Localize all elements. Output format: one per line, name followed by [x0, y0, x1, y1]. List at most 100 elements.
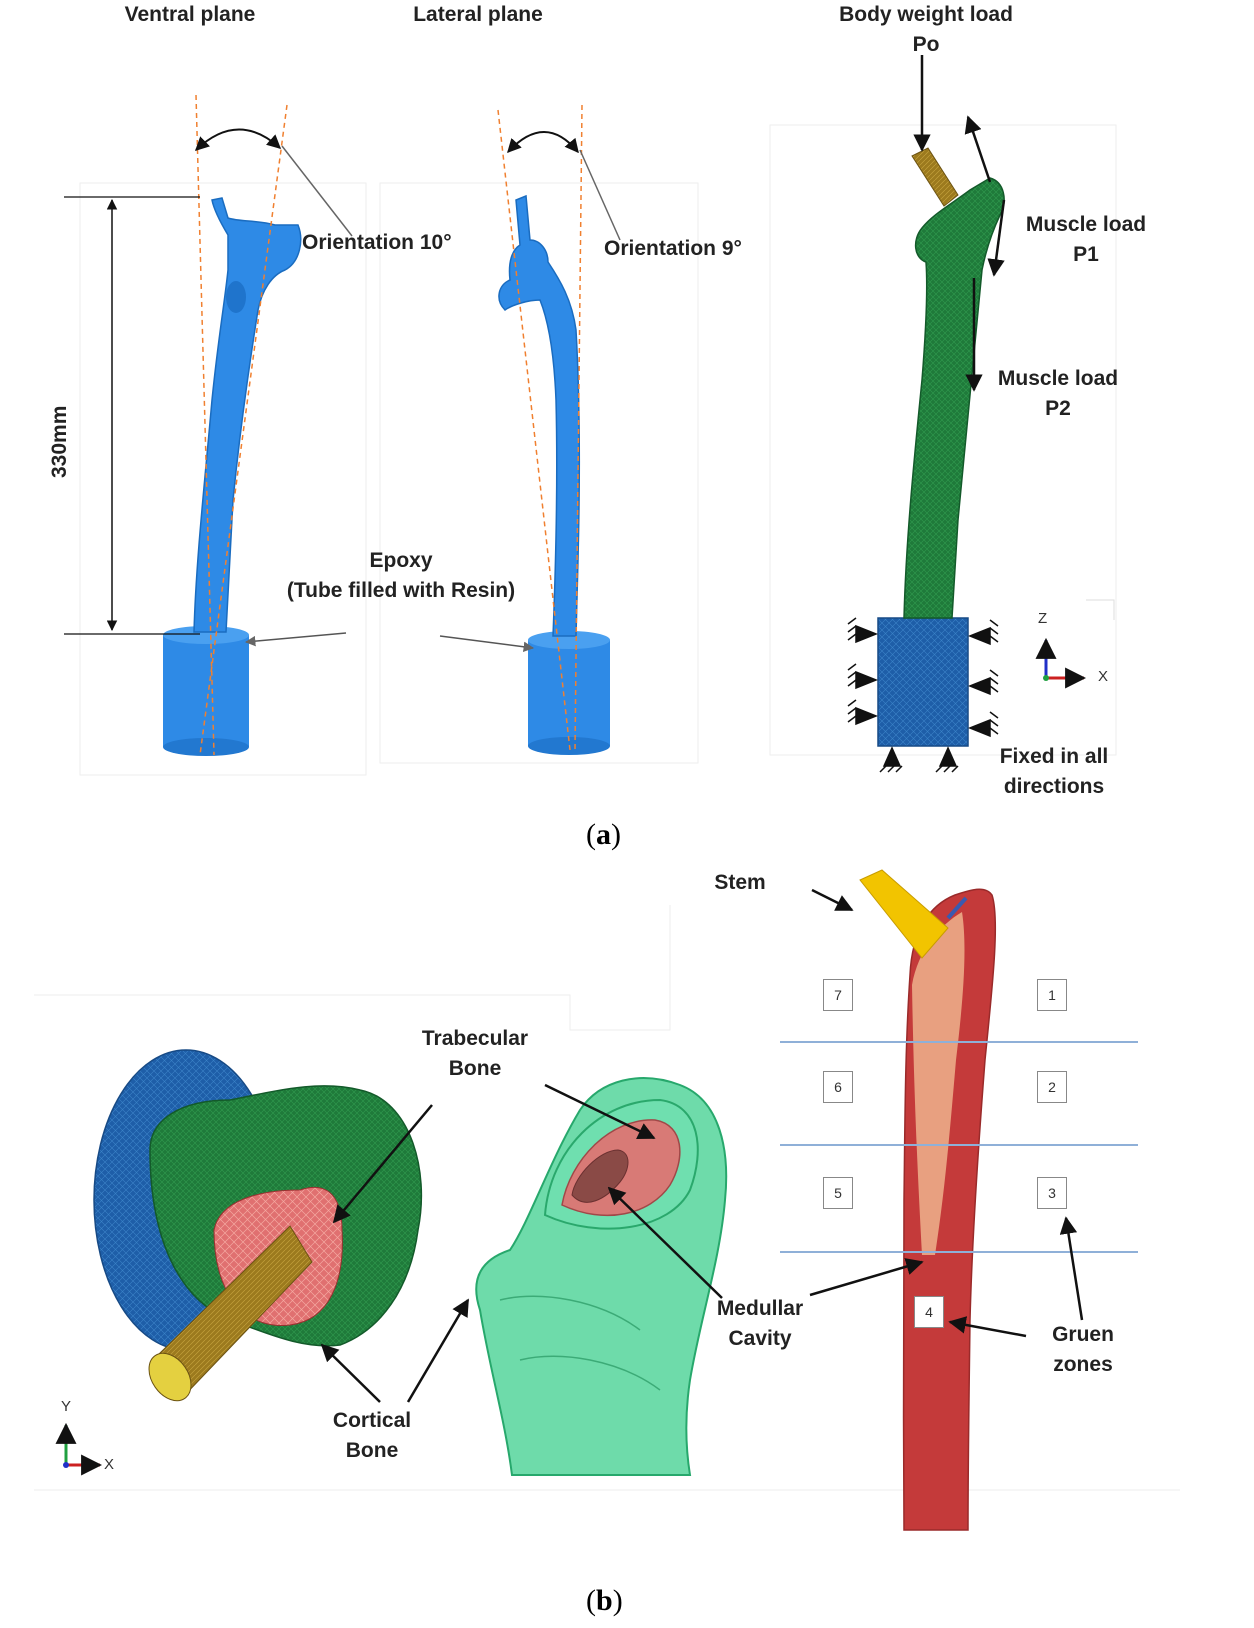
medullar-line1: Medullar — [716, 1297, 804, 1320]
epoxy-line1: Epoxy — [369, 549, 433, 572]
body-weight-line2: Po — [912, 33, 940, 56]
medullar-line2: Cavity — [728, 1327, 792, 1350]
gruen-line1: Gruen — [1052, 1323, 1114, 1346]
ventral-femur — [163, 94, 353, 756]
epoxy-pointer-lateral — [439, 635, 535, 652]
mesh-stem — [911, 147, 959, 207]
orientation-ventral-label: Orientation 10° — [302, 231, 452, 254]
cortical-pointer-right — [406, 1298, 470, 1403]
epoxy-line2: (Tube filled with Resin) — [286, 579, 516, 602]
stem-yellow — [859, 869, 949, 959]
medullar-cavity — [571, 1149, 629, 1203]
fixed-supports — [847, 617, 999, 773]
medullar-pointer — [607, 1186, 723, 1299]
axis-triad-a — [1035, 599, 1115, 689]
mesh-frame — [769, 124, 1117, 756]
ventral-epoxy-top — [163, 626, 249, 644]
lateral-orientation-pointer — [579, 149, 621, 241]
cortical-line2: Bone — [345, 1439, 399, 1462]
axis-x-label-b: X — [104, 1456, 115, 1473]
fixed-label: Fixed in all directions — [994, 742, 1114, 802]
caption-b: (b) — [586, 1584, 623, 1618]
stem-collar — [946, 896, 968, 920]
gruen-line2: zones — [1053, 1353, 1113, 1376]
body-weight-label: Body weight load Po — [826, 0, 1026, 60]
muscle-p1-arrow-down — [987, 199, 1006, 277]
gruen-zone-3: 3 — [1037, 1177, 1067, 1209]
orientation-lateral-label: Orientation 9° — [604, 237, 742, 260]
stem-pointer — [811, 888, 854, 912]
epoxy-pointer-ventral — [244, 632, 347, 647]
caption-a-letter: a — [596, 818, 611, 851]
medullar-label: Medullar Cavity — [704, 1294, 816, 1354]
stem-end — [148, 1352, 192, 1402]
ventral-guide-1 — [195, 94, 215, 756]
ventral-epoxy-bottom — [163, 738, 249, 756]
caption-b-open: ( — [586, 1584, 596, 1617]
trabecular-pointer-right — [544, 1083, 656, 1140]
mesh-cross-section — [55, 1049, 423, 1476]
ventral-guide-2 — [199, 104, 288, 756]
gruen-zone-2: 2 — [1037, 1071, 1067, 1103]
gruen-femur — [780, 869, 1138, 1531]
gruen-zone-7: 7 — [823, 979, 853, 1011]
axis-z-label: Z — [1038, 610, 1048, 627]
muscle-p1-line1: Muscle load — [1025, 213, 1147, 236]
gruen-pointer-zone4 — [948, 1316, 1027, 1338]
panel-b-frames — [34, 905, 1180, 1491]
trabecular-pink-region — [912, 912, 965, 1255]
trabecular-label: Trabecular Bone — [412, 1024, 538, 1084]
muscle-p2-line2: P2 — [1045, 397, 1071, 420]
mesh-epoxy-block — [877, 617, 969, 747]
axis-y-label: Y — [61, 1398, 72, 1415]
trabecular-line1: Trabecular — [421, 1027, 529, 1050]
epoxy-label: Epoxy (Tube filled with Resin) — [276, 546, 526, 606]
ventral-plane-label: Ventral plane — [124, 3, 256, 26]
lateral-frame — [379, 182, 699, 764]
ventral-epoxy-cylinder — [163, 635, 249, 747]
stem-label: Stem — [714, 871, 766, 894]
caption-b-close: ) — [612, 1584, 623, 1617]
mesh-femur — [903, 177, 1005, 619]
muscle-p1-arrow-up — [964, 115, 992, 183]
ventral-angle-arc — [194, 128, 282, 151]
trabecular-pointer-left — [332, 1104, 433, 1224]
muscle-p2-label: Muscle load P2 — [990, 364, 1126, 424]
caption-a-open: ( — [586, 818, 596, 851]
muscle-p1-label: Muscle load P1 — [1018, 210, 1154, 270]
length-label: 330mm — [48, 405, 71, 478]
fixed-line1: Fixed in all — [999, 745, 1109, 768]
length-dimension — [64, 196, 200, 635]
muscle-p1-line2: P1 — [1073, 243, 1099, 266]
gruen-pointer-zone3 — [1059, 1216, 1084, 1321]
axis-x-label-a: X — [1098, 668, 1109, 685]
translucent-femur — [475, 1077, 728, 1476]
lateral-angle-arc — [507, 131, 579, 154]
body-weight-line1: Body weight load — [839, 3, 1013, 26]
gruen-zone-6: 6 — [823, 1071, 853, 1103]
lateral-epoxy-top — [528, 631, 610, 649]
caption-a: (a) — [586, 818, 621, 852]
ventral-orientation-pointer — [281, 145, 353, 237]
cortical-line1: Cortical — [332, 1409, 412, 1432]
cortical-label: Cortical Bone — [322, 1406, 422, 1466]
fe-model — [847, 55, 1115, 773]
ventral-frame — [79, 182, 367, 776]
fixed-line2: directions — [1003, 775, 1105, 798]
gruen-label: Gruen zones — [1040, 1320, 1126, 1380]
gruen-zone-5: 5 — [823, 1177, 853, 1209]
gruen-zone-1: 1 — [1037, 979, 1067, 1011]
muscle-p2-line1: Muscle load — [997, 367, 1119, 390]
lateral-femur — [497, 104, 621, 755]
ventral-trochanter — [226, 281, 246, 313]
gruen-pointer-line — [809, 1258, 924, 1297]
lateral-femur-shape — [498, 194, 581, 637]
femur-contours — [499, 1295, 661, 1391]
gruen-zone-4: 4 — [914, 1296, 944, 1328]
lateral-epoxy-cylinder — [528, 640, 610, 746]
trabecular-line2: Bone — [448, 1057, 502, 1080]
lateral-plane-label: Lateral plane — [413, 3, 543, 26]
caption-a-close: ) — [611, 818, 621, 851]
cortical-pointer-left — [320, 1343, 381, 1403]
